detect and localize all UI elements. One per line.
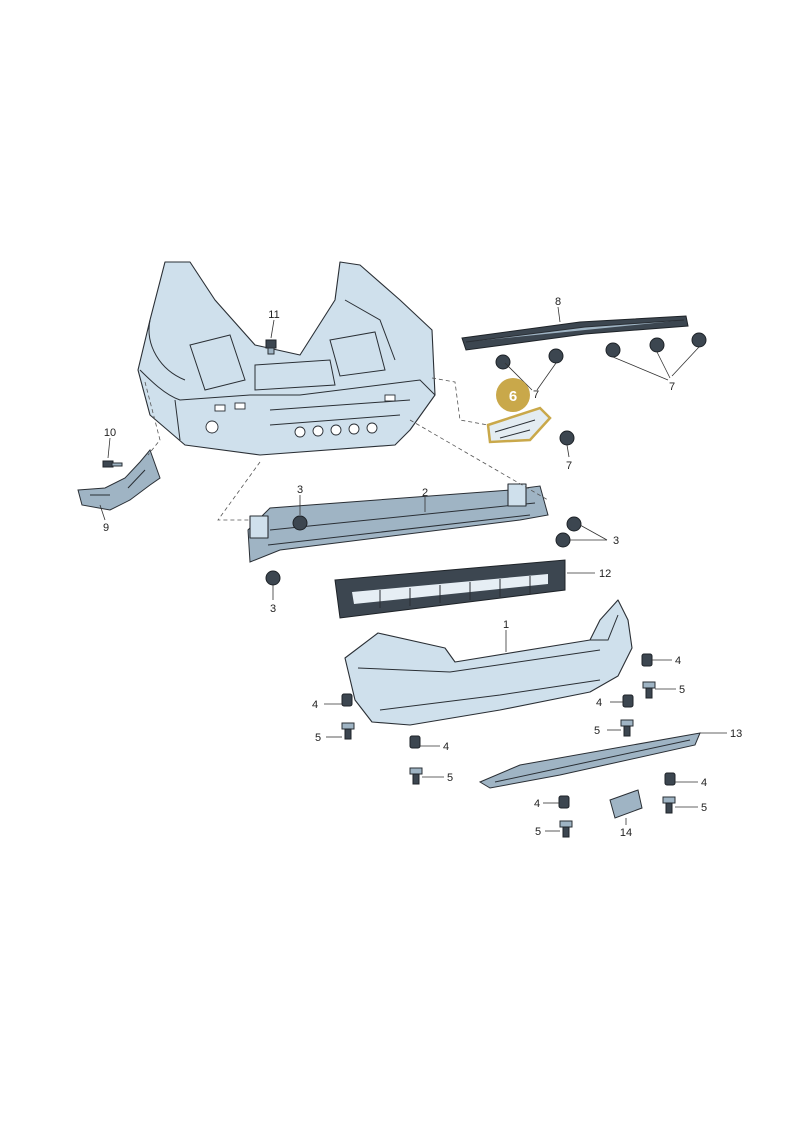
callout-5b[interactable]: 5 (594, 725, 600, 737)
highlight-badge-6[interactable]: 6 (496, 378, 530, 412)
callout-4e[interactable]: 4 (701, 777, 707, 789)
callout-2[interactable]: 2 (422, 487, 428, 499)
callout-5e[interactable]: 5 (701, 802, 707, 814)
trim-strip-13 (478, 732, 701, 789)
callout-4b[interactable]: 4 (596, 697, 602, 709)
assembly-dashed-lines (144, 377, 549, 521)
callout-7b[interactable]: 7 (669, 381, 675, 393)
clips-7 (495, 332, 707, 446)
callout-4f[interactable]: 4 (534, 798, 540, 810)
callout-11[interactable]: 11 (268, 309, 279, 321)
callout-6: 6 (509, 388, 517, 405)
vehicle-rear-body (137, 261, 436, 456)
side-bracket-9 (77, 449, 161, 511)
callout-4c[interactable]: 4 (312, 699, 318, 711)
callout-7c[interactable]: 7 (566, 460, 572, 472)
callout-14[interactable]: 14 (620, 827, 632, 839)
callout-3b[interactable]: 3 (613, 535, 619, 547)
callout-10[interactable]: 10 (104, 427, 116, 439)
bumper-bar-2 (247, 483, 549, 563)
screw-5-fasteners (341, 681, 676, 838)
cover-cap-14 (609, 789, 643, 819)
callout-labels: 11 10 9 8 7 7 7 2 3 3 3 12 1 4 5 4 5 4 5… (103, 296, 742, 839)
callout-9[interactable]: 9 (103, 522, 109, 534)
callout-5c[interactable]: 5 (315, 732, 321, 744)
energy-absorber-12 (334, 559, 566, 619)
callout-5a[interactable]: 5 (679, 684, 685, 696)
leader-lines (99, 306, 727, 832)
callout-7a[interactable]: 7 (533, 389, 539, 401)
callout-3a[interactable]: 3 (297, 484, 303, 496)
callout-5f[interactable]: 5 (535, 826, 541, 838)
nuts-3 (265, 515, 582, 586)
bumper-cover-1 (344, 599, 633, 726)
callout-8[interactable]: 8 (555, 296, 561, 308)
screw-10 (102, 460, 123, 468)
callout-3c[interactable]: 3 (270, 603, 276, 615)
callout-12[interactable]: 12 (599, 568, 611, 580)
callout-13[interactable]: 13 (730, 728, 742, 740)
screw-11 (265, 339, 277, 355)
callout-4d[interactable]: 4 (443, 741, 449, 753)
clip-4-fasteners (341, 653, 676, 809)
guide-rail-8 (461, 315, 689, 351)
callout-5d[interactable]: 5 (447, 772, 453, 784)
callout-1[interactable]: 1 (503, 619, 509, 631)
bracket-6 (486, 406, 552, 444)
callout-4a[interactable]: 4 (675, 655, 681, 667)
highlight-circle (496, 378, 530, 412)
